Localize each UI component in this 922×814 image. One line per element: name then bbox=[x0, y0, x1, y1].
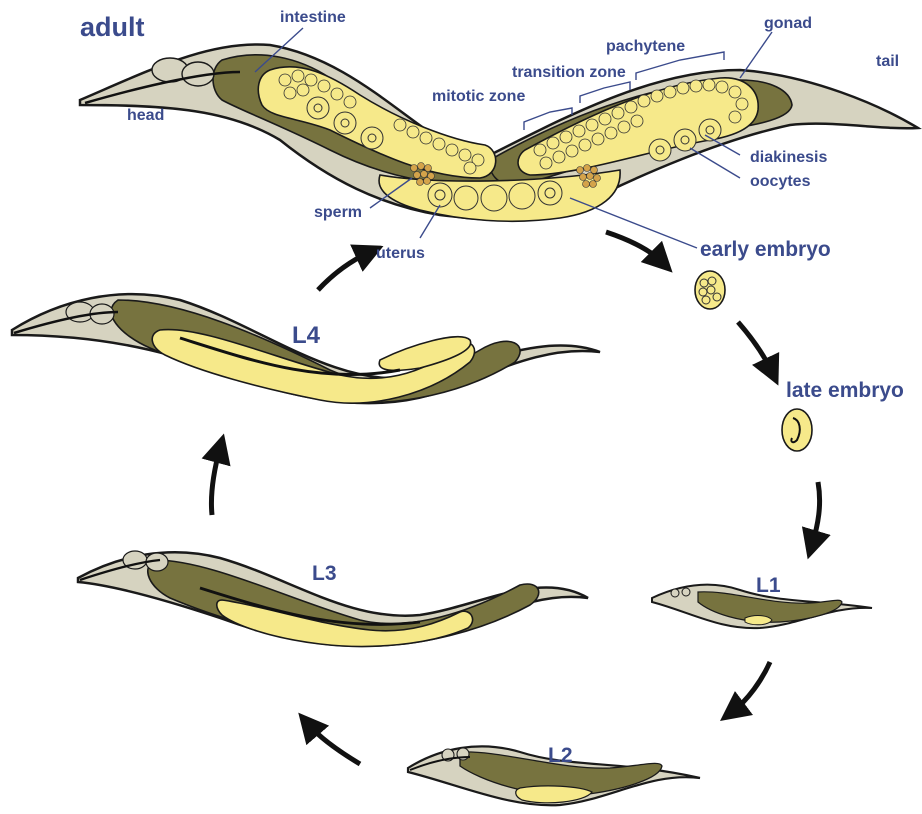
label-sperm: sperm bbox=[314, 204, 362, 221]
label-transition-zone: transition zone bbox=[512, 64, 626, 81]
label-l3: L3 bbox=[312, 562, 337, 585]
label-mitotic-zone: mitotic zone bbox=[432, 88, 525, 105]
label-l4: L4 bbox=[292, 322, 321, 349]
adult-worm bbox=[80, 28, 918, 248]
l1-gonad bbox=[745, 616, 772, 625]
late-embryo bbox=[782, 409, 812, 451]
arrow-late-embryo-to-l1 bbox=[812, 482, 820, 545]
label-gonad: gonad bbox=[764, 15, 812, 32]
leader-oocytes bbox=[690, 148, 740, 178]
label-oocytes: oocytes bbox=[750, 173, 811, 190]
arrow-l4-to-adult bbox=[318, 252, 370, 290]
label-l2: L2 bbox=[548, 744, 573, 767]
arrow-adult-to-early-embryo bbox=[606, 232, 662, 262]
label-early-embryo: early embryo bbox=[700, 238, 831, 261]
arrow-early-to-late-embryo bbox=[738, 322, 772, 372]
label-diakinesis: diakinesis bbox=[750, 149, 827, 166]
cycle-arrows bbox=[211, 232, 819, 764]
label-intestine: intestine bbox=[280, 9, 346, 26]
label-tail: tail bbox=[876, 53, 899, 70]
arrow-l3-to-l4 bbox=[211, 448, 220, 515]
label-adult: adult bbox=[80, 12, 145, 42]
label-pachytene: pachytene bbox=[606, 38, 685, 55]
arrow-l1-to-l2 bbox=[732, 662, 770, 712]
arrow-l2-to-l3 bbox=[308, 724, 360, 764]
early-embryo bbox=[695, 271, 725, 309]
label-uterus: uterus bbox=[376, 245, 425, 262]
label-late-embryo: late embryo bbox=[786, 379, 904, 402]
label-l1: L1 bbox=[756, 574, 781, 597]
label-head: head bbox=[127, 107, 164, 124]
